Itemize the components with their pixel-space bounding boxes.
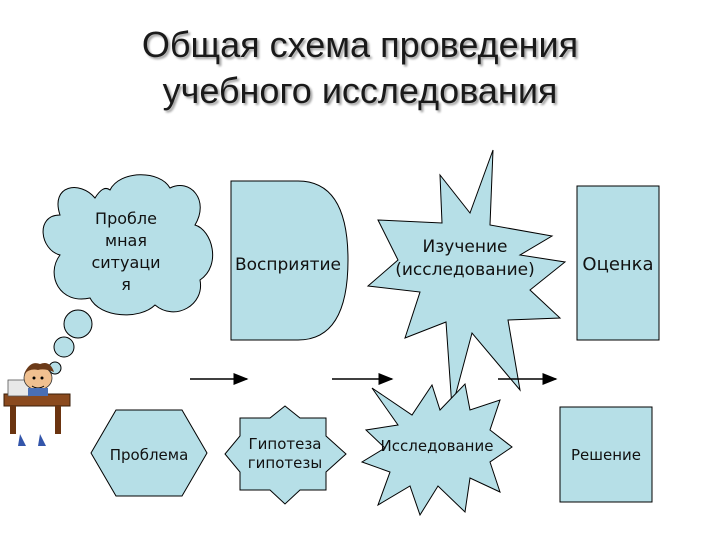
student-desk-clipart <box>3 363 71 446</box>
thought-cloud-shape <box>42 174 214 375</box>
research-label: Исследование <box>380 437 494 455</box>
d-shape <box>230 180 349 341</box>
study-line-2: (исследование) <box>395 260 535 280</box>
problem-label: Проблема <box>109 446 189 464</box>
starburst-small-shape <box>224 405 347 505</box>
title-line-1: Общая схема проведения <box>141 24 579 65</box>
problem-situation-line-2: мная <box>105 231 147 250</box>
problem-situation-line-1: Пробле <box>95 209 157 228</box>
solution-label: Решение <box>570 446 641 464</box>
page-title: Общая схема проведения учебного исследов… <box>0 22 720 114</box>
study-line-1: Изучение <box>422 237 508 257</box>
study-label: Изучение (исследование) <box>370 236 560 282</box>
problem-situation-line-3: ситуаци <box>91 253 161 272</box>
starburst-medium-shape <box>360 382 513 517</box>
title-line-2: учебного исследования <box>162 70 558 111</box>
problem-situation-label: Пробле мная ситуаци я <box>68 208 184 296</box>
hypothesis-label: Гипотеза гипотезы <box>232 435 338 473</box>
evaluation-label: Оценка <box>582 254 654 275</box>
hypothesis-line-2: гипотезы <box>247 454 323 472</box>
perception-label: Восприятие <box>234 255 341 275</box>
problem-situation-line-4: я <box>121 275 131 294</box>
tall-rectangle-shape <box>576 185 660 341</box>
hexagon-shape <box>90 409 208 497</box>
hypothesis-line-1: Гипотеза <box>248 435 322 453</box>
square-shape <box>559 406 653 503</box>
